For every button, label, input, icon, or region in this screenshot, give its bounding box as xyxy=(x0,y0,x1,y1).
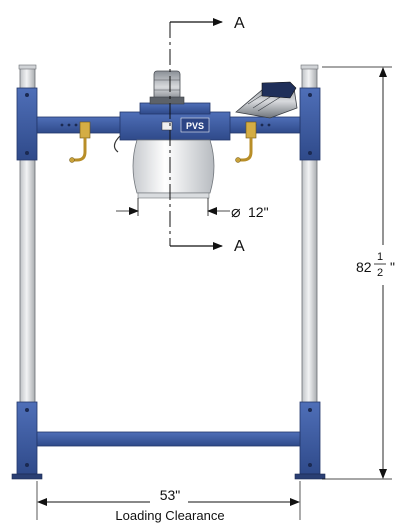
left-lower-bracket xyxy=(11,401,43,480)
left-fitting xyxy=(69,121,91,163)
height-unit: " xyxy=(390,259,395,275)
hose xyxy=(113,135,121,153)
width-value: 53" xyxy=(160,487,181,503)
diameter-value: 12" xyxy=(248,204,269,220)
bottom-beam xyxy=(36,431,301,447)
height-numerator: 1 xyxy=(377,251,383,263)
section-marker-top: A xyxy=(234,15,245,32)
center-housing xyxy=(119,102,231,141)
diameter-symbol: ⌀ xyxy=(231,204,241,221)
hopper xyxy=(132,139,215,199)
section-marker-bottom: A xyxy=(234,238,245,255)
diameter-dimension xyxy=(116,198,230,216)
left-upper-bracket xyxy=(16,87,38,161)
right-fitting xyxy=(235,121,257,163)
side-motor xyxy=(235,81,298,119)
pvs-logo: PVS xyxy=(180,117,210,133)
pvs-logo-text: PVS xyxy=(186,121,204,131)
top-motor xyxy=(149,70,185,105)
height-denominator: 2 xyxy=(377,267,383,279)
width-dimension xyxy=(36,481,301,520)
width-caption: Loading Clearance xyxy=(115,508,224,523)
height-whole: 82 xyxy=(356,259,372,275)
section-line xyxy=(169,18,223,250)
height-dimension xyxy=(322,66,392,480)
right-upper-bracket xyxy=(299,87,321,161)
